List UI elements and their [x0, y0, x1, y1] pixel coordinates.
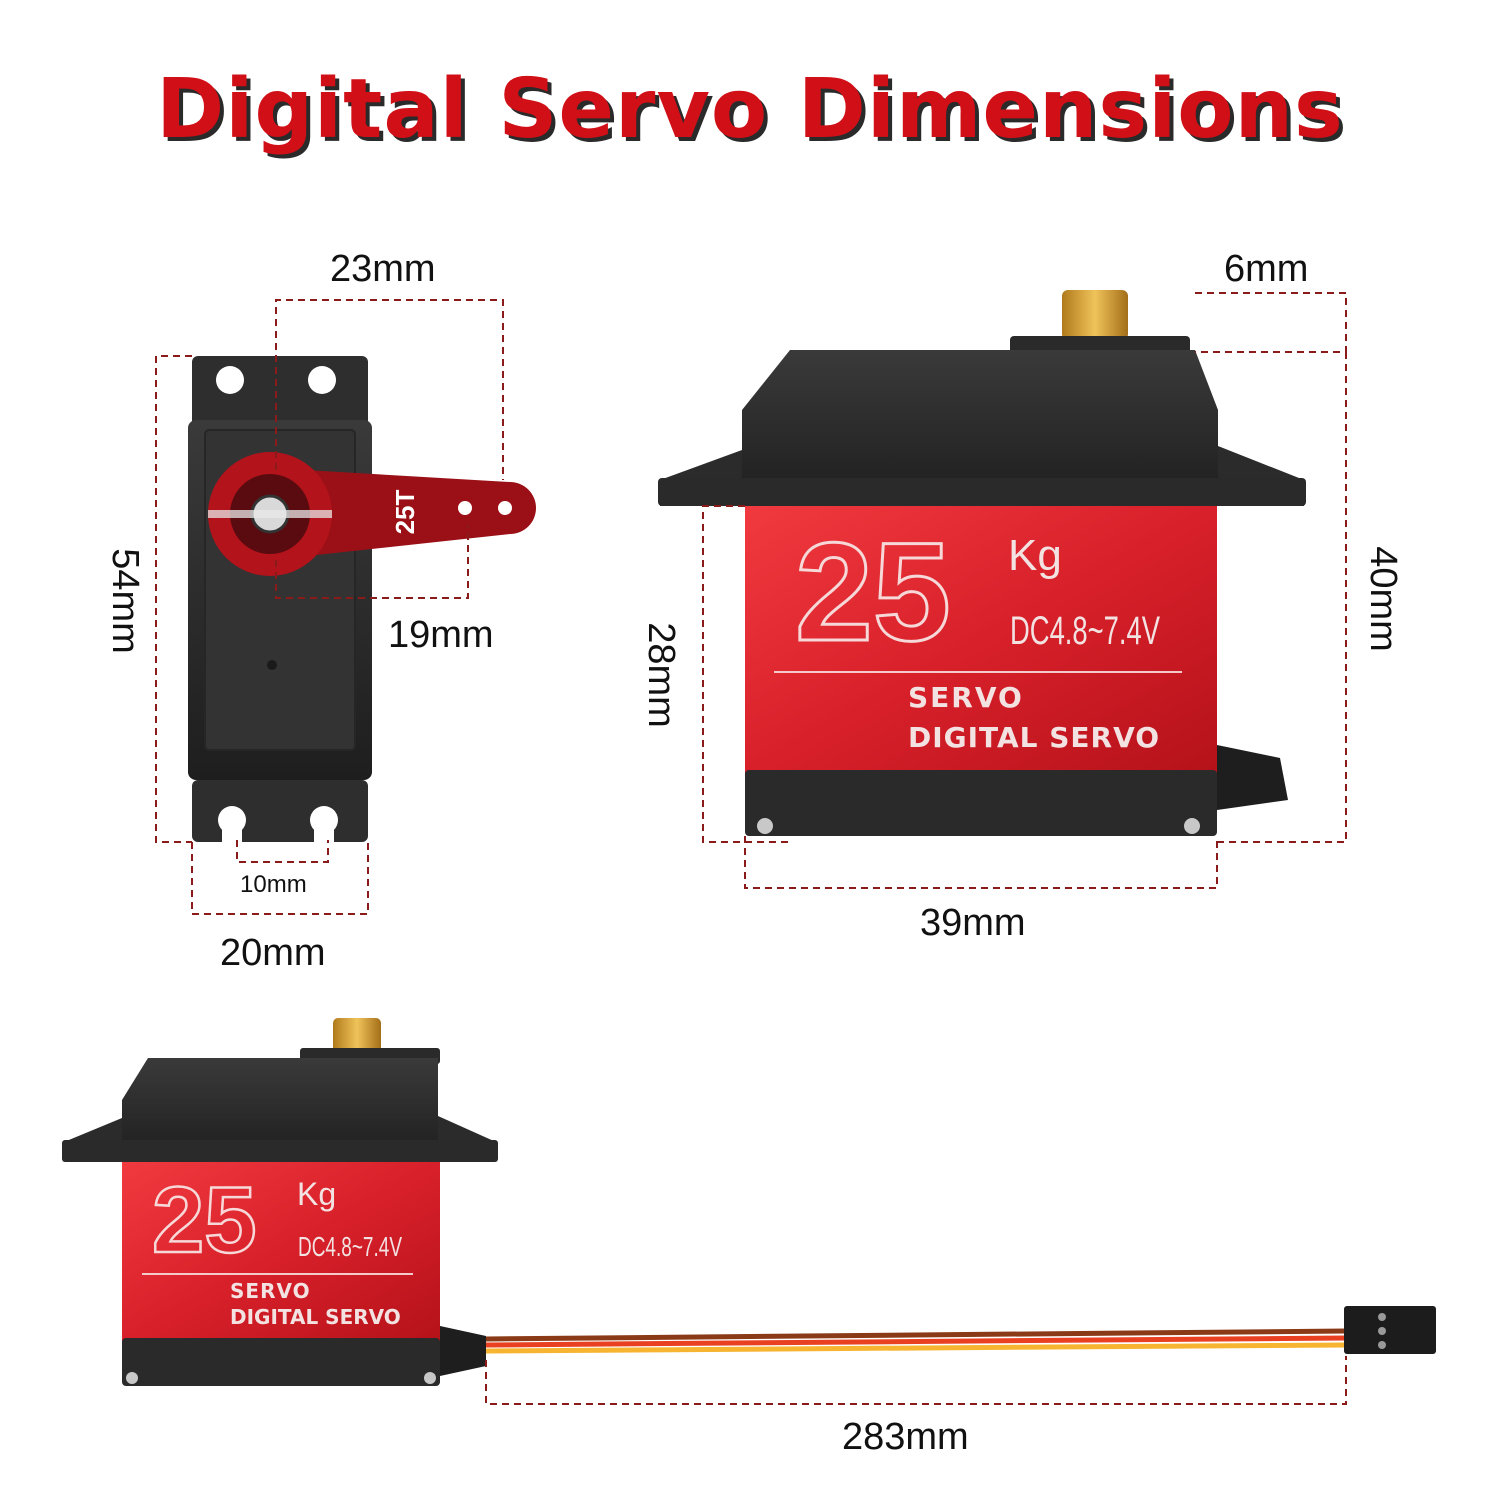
dimension-cable: 283mm — [842, 1416, 969, 1458]
voltage-label: DC4.8~7.4V — [1010, 609, 1160, 653]
servo-top-view: 25T — [155, 299, 536, 915]
mount-hole-icon — [216, 366, 244, 394]
servo-cable-view: 25 Kg DC4.8~7.4V SERVO DIGITAL SERVO — [62, 1018, 1436, 1405]
torque-value: 25 — [152, 1167, 257, 1272]
cable-dimension-line — [485, 1356, 1347, 1405]
dimension-body-length: 39mm — [920, 902, 1026, 944]
servo-text: SERVO — [230, 1279, 311, 1303]
top-view-dimension-lines — [155, 299, 504, 915]
red-body-panel — [745, 506, 1217, 774]
bottom-cap — [122, 1338, 440, 1386]
top-cap — [122, 1058, 438, 1160]
torque-value: 25 — [795, 513, 951, 670]
servo-side-view: 25 Kg DC4.8~7.4V SERVO DIGITAL SERVO — [658, 290, 1347, 889]
dimension-length: 54mm — [103, 548, 146, 654]
side-view-dimension-lines — [702, 292, 1347, 889]
page-title: Digital Servo Dimensions — [156, 62, 1344, 157]
bottom-cap — [745, 770, 1217, 836]
torque-unit: Kg — [1008, 531, 1062, 580]
bottom-mount-tab — [192, 780, 368, 842]
dimension-shaft: 6mm — [1224, 248, 1309, 290]
dimension-total-height: 40mm — [1361, 546, 1404, 652]
output-shaft — [333, 1018, 381, 1054]
output-shaft — [1062, 290, 1128, 340]
cable-connector — [1344, 1306, 1436, 1354]
digital-servo-text: DIGITAL SERVO — [908, 721, 1160, 754]
red-body-panel — [122, 1162, 440, 1342]
top-cap — [742, 350, 1218, 506]
horn-label: 25T — [390, 489, 420, 534]
servo-cable — [485, 1328, 1347, 1354]
voltage-label: DC4.8~7.4V — [298, 1231, 402, 1262]
mount-hole-icon — [308, 366, 336, 394]
dimension-body-height: 28mm — [639, 622, 682, 728]
dimension-hole-spacing: 10mm — [240, 871, 307, 898]
dimension-width: 20mm — [220, 932, 326, 974]
torque-unit: Kg — [297, 1176, 336, 1212]
dimension-horn: 19mm — [388, 614, 494, 656]
dimension-top-width: 23mm — [330, 248, 436, 290]
digital-servo-text: DIGITAL SERVO — [230, 1305, 401, 1329]
servo-text: SERVO — [908, 681, 1024, 714]
